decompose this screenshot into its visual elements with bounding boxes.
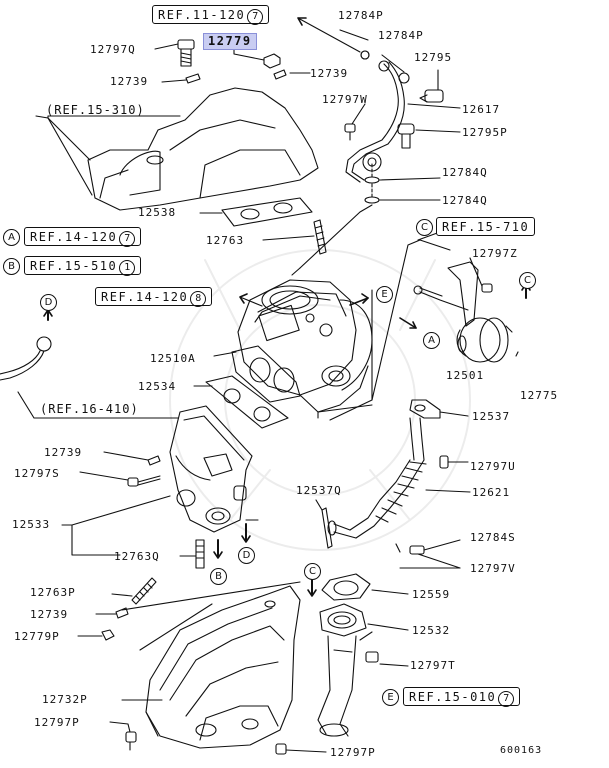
part-12797U[interactable]: 12797U — [470, 460, 516, 473]
part-12797Z[interactable]: 12797Z — [472, 247, 518, 260]
part-12559[interactable]: 12559 — [412, 588, 451, 601]
part-12797W[interactable]: 12797W — [322, 93, 368, 106]
marker-d-upper: D — [40, 294, 57, 311]
gasket-12534 — [205, 375, 289, 429]
marker-b: B — [210, 568, 227, 585]
part-12797S[interactable]: 12797S — [14, 467, 60, 480]
part-12795P[interactable]: 12795P — [462, 126, 508, 139]
part-12763Q[interactable]: 12763Q — [114, 550, 160, 563]
marker-e: E — [376, 286, 393, 303]
part-12538[interactable]: 12538 — [138, 206, 177, 219]
gasket-12559 — [321, 573, 371, 601]
part-12784P-a[interactable]: 12784P — [338, 9, 384, 22]
part-12732P[interactable]: 12732P — [42, 693, 88, 706]
ref-marker-b: B — [3, 258, 20, 275]
ref-16-410[interactable]: (REF.16-410) — [40, 402, 139, 416]
part-12739-c[interactable]: 12739 — [44, 446, 83, 459]
part-12533[interactable]: 12533 — [12, 518, 51, 531]
marker-c-lower: C — [304, 563, 321, 580]
ref-15-310[interactable]: (REF.15-310) — [46, 103, 145, 117]
bolt-12797Q — [177, 39, 195, 67]
leader — [47, 117, 91, 161]
figure-number: 600163 — [500, 745, 543, 756]
turbocharger-12510A — [231, 279, 373, 413]
part-12621[interactable]: 12621 — [472, 486, 511, 499]
heat-protector-lower-12732P — [145, 585, 301, 749]
gasket-12538 — [221, 197, 313, 227]
highlighted-part-12779[interactable]: 12779 — [203, 33, 257, 50]
ref-15-710[interactable]: REF.15-710 — [436, 217, 536, 236]
pipe-12621 — [327, 399, 441, 539]
part-12501[interactable]: 12501 — [446, 369, 485, 382]
marker-c-upper: C — [519, 272, 536, 289]
front-pipe-12532 — [317, 603, 367, 737]
part-12797T[interactable]: 12797T — [410, 659, 456, 672]
part-12779P[interactable]: 12779P — [14, 630, 60, 643]
part-12739-a[interactable]: 12739 — [110, 75, 149, 88]
part-12763[interactable]: 12763 — [206, 234, 245, 247]
part-12797V[interactable]: 12797V — [470, 562, 516, 575]
part-12739-d[interactable]: 12739 — [30, 608, 69, 621]
part-12784Q-a[interactable]: 12784Q — [442, 166, 488, 179]
ref-marker-a: A — [3, 229, 20, 246]
ref-marker-e: E — [382, 689, 399, 706]
exhaust-elbow-12533 — [169, 405, 253, 533]
part-12532[interactable]: 12532 — [412, 624, 451, 637]
ref-marker-c: C — [416, 219, 433, 236]
part-12784S[interactable]: 12784S — [470, 531, 516, 544]
part-12797Q[interactable]: 12797Q — [90, 43, 136, 56]
marker-a: A — [423, 332, 440, 349]
part-12617[interactable]: 12617 — [462, 103, 501, 116]
part-12763P[interactable]: 12763P — [30, 586, 76, 599]
part-12784P-b[interactable]: 12784P — [378, 29, 424, 42]
marker-d-lower: D — [238, 547, 255, 564]
part-12775[interactable]: 12775 — [520, 389, 559, 402]
oil-pipe-12617 — [345, 60, 405, 183]
part-12795[interactable]: 12795 — [414, 51, 453, 64]
wastegate-actuator-12501 — [413, 261, 513, 363]
part-12537[interactable]: 12537 — [472, 410, 511, 423]
part-12739-b[interactable]: 12739 — [310, 67, 349, 80]
heat-protector-upper — [87, 87, 319, 211]
part-12534[interactable]: 12534 — [138, 380, 177, 393]
part-12797P-b[interactable]: 12797P — [330, 746, 376, 759]
part-12510A[interactable]: 12510A — [150, 352, 196, 365]
part-12797P-a[interactable]: 12797P — [34, 716, 80, 729]
part-12784Q-b[interactable]: 12784Q — [442, 194, 488, 207]
part-12537Q[interactable]: 12537Q — [296, 484, 342, 497]
